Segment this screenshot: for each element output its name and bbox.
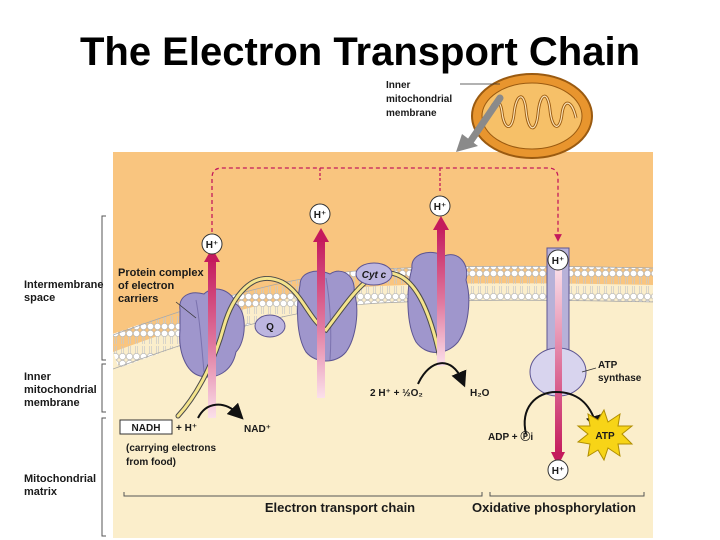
svg-text:Q: Q [266,322,274,333]
h-plus-ion-4: H⁺ [548,250,568,270]
atp-synthase-label-2: synthase [598,373,642,384]
mito-label-2: mitochondrial [386,94,452,105]
adp-label: ADP + Ⓟi [488,430,533,443]
matrix-label-1: Mitochondrial [24,473,96,485]
intermembrane-label-2: space [24,292,55,304]
svg-text:Cyt c: Cyt c [362,270,387,281]
matrix-label-2: matrix [24,486,58,498]
svg-text:H⁺: H⁺ [434,202,447,213]
proton-pump-arrow-1 [208,258,216,418]
svg-text:ATP: ATP [595,431,615,442]
cytochrome-c: Cyt c [356,263,392,285]
etc-label: Electron transport chain [265,500,415,515]
bracket-membrane [102,364,106,412]
protein-complex-label-3: carriers [118,293,158,305]
atp-synthase-proton-flow [555,266,562,456]
inner-membrane-label-1: Inner [24,371,52,383]
carrying-line-2: from food) [126,457,176,468]
h-plus-ion-1: H⁺ [202,234,222,254]
ubiquinone-q: Q [255,315,285,337]
svg-text:H⁺: H⁺ [552,466,565,477]
h-plus-ion-2: H⁺ [310,204,330,224]
carrying-line-1: (carrying electrons [126,443,216,454]
nadh-label: NADH [132,423,161,434]
nad-plus-label: NAD⁺ [244,424,271,435]
inner-membrane-label-2: mitochondrial [24,384,97,396]
water-label: H₂O [470,388,490,399]
oxygen-reaction-label: 2 H⁺ + ½O₂ [370,388,423,399]
intermembrane-label-1: Intermembrane [24,279,103,291]
svg-text:H⁺: H⁺ [206,240,219,251]
protein-complex-label-2: of electron [118,280,175,292]
protein-complex-label-1: Protein complex [118,267,204,279]
h-plus-ion-5: H⁺ [548,460,568,480]
svg-text:H⁺: H⁺ [552,256,565,267]
atp-synthase-label-1: ATP [598,360,618,371]
proton-pump-arrow-2 [317,238,325,398]
oxphos-label: Oxidative phosphorylation [472,500,636,515]
inner-membrane-label-3: membrane [24,397,80,409]
h-plus-ion-3: H⁺ [430,196,450,216]
bracket-matrix [102,418,106,536]
mito-label-1: Inner [386,80,411,91]
nadh-plus-h: + H⁺ [176,423,197,434]
protein-complex-2 [298,271,357,361]
mito-label-3: membrane [386,108,437,119]
svg-text:H⁺: H⁺ [314,210,327,221]
proton-pump-arrow-3 [437,226,445,366]
